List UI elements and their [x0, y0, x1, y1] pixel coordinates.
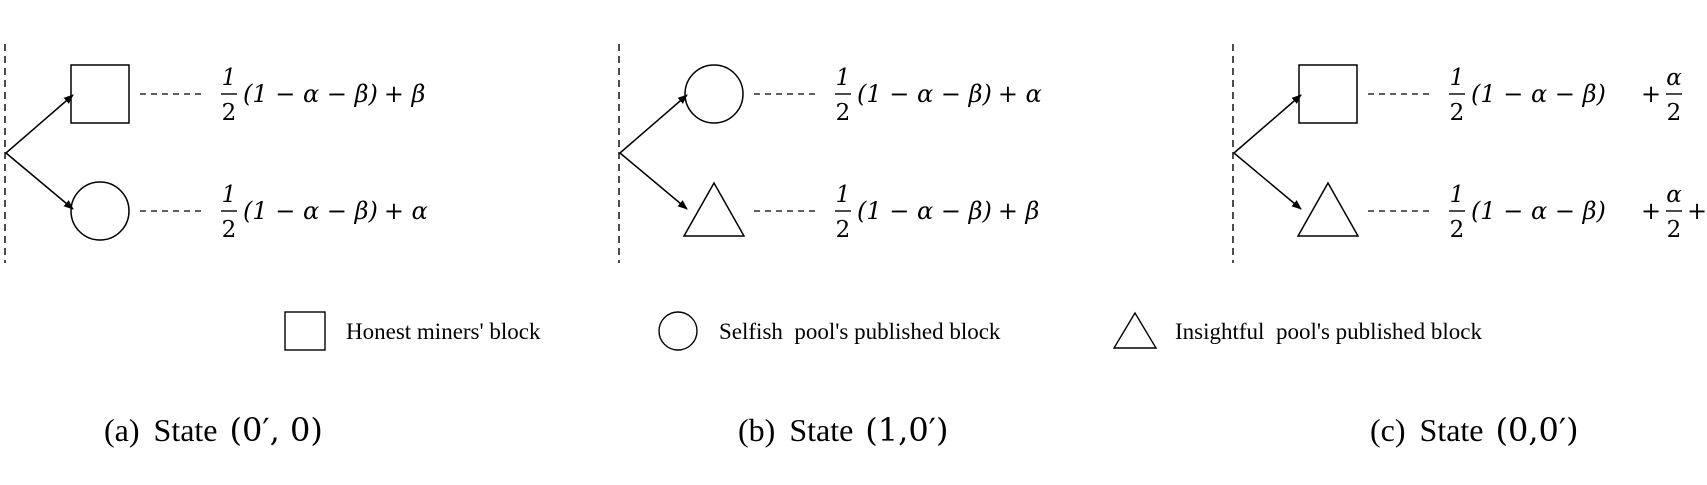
reward-coefficient-fraction: 12 [221, 65, 237, 126]
reward-alpha-half-fraction: α2 [1666, 182, 1682, 243]
reward-coefficient-numerator: 1 [1450, 182, 1465, 208]
caption-b: (b) State (1,0′) [738, 411, 948, 449]
legend-label: Selfish pool's published block [719, 319, 1001, 344]
reward-coefficient-denominator: 2 [836, 217, 851, 243]
reward-expression-body: (1 − α − β) [243, 80, 378, 108]
panel-a: 12(1 − α − β)+ β12(1 − α − β)+ α [4, 44, 428, 263]
reward-coefficient-denominator: 2 [1450, 217, 1465, 243]
caption-state-word: State [154, 412, 218, 448]
reward-expression: (1 − α − β) [1471, 80, 1606, 108]
reward-expression-body: (1 − α − β) [1471, 80, 1606, 108]
reward-expression-tail: + β [998, 197, 1040, 225]
reward-expression-body: (1 − α − β) [1471, 197, 1606, 225]
transition-arrow [1233, 152, 1302, 210]
reward-expression-tail: + α [384, 197, 428, 225]
legend-label: Honest miners' block [346, 319, 541, 344]
legend-triangle-icon [1112, 311, 1158, 349]
caption-state-value: (1,0′) [865, 411, 948, 449]
transition-arrow [1233, 94, 1302, 154]
caption-a: (a) State (0′, 0) [104, 411, 323, 449]
legend-item-triangle: Insightful pool's published block [1112, 311, 1482, 349]
legend-item-circle: Selfish pool's published block [658, 311, 1001, 351]
selfish-block-circle [684, 64, 744, 124]
reward-expression-beta: + β [1687, 197, 1707, 225]
reward-expression-body: (1 − α − β) [243, 197, 378, 225]
reward-coefficient-numerator: 1 [836, 182, 851, 208]
reward-expression: (1 − α − β) [1471, 197, 1606, 225]
reward-coefficient-numerator: 1 [836, 65, 851, 91]
legend-circle-icon [658, 311, 698, 351]
reward-expression-plus: + [1641, 197, 1661, 225]
reward-expression-body: (1 − α − β) [857, 80, 992, 108]
reward-alpha-half-numerator: α [1666, 65, 1682, 91]
reward-expression-body: (1 − α − β) [857, 197, 992, 225]
reward-expression-tail: + β [384, 80, 426, 108]
legend-label: Insightful pool's published block [1175, 319, 1482, 344]
legend: Honest miners' block Selfish pool's publi… [284, 311, 1482, 351]
captions: (a) State (0′, 0) (b) State (1,0′) (c) State (0,… [104, 411, 1579, 449]
reward-coefficient-numerator: 1 [222, 182, 237, 208]
selfish-block-circle [70, 181, 130, 241]
transition-arrow [619, 152, 688, 210]
reward-expression-tail: + α [998, 80, 1042, 108]
caption-tag: (a) [104, 412, 140, 448]
reward-alpha-half-denominator: 2 [1667, 217, 1682, 243]
reward-expression: (1 − α − β)+ α [243, 197, 428, 225]
reward-coefficient-fraction: 12 [1449, 65, 1465, 126]
reward-coefficient-fraction: 12 [221, 182, 237, 243]
panel-caption: (b) State (1,0′) [738, 411, 948, 449]
reward-alpha-half-numerator: α [1666, 182, 1682, 208]
caption-tag: (c) [1370, 412, 1406, 448]
insightful-block-triangle [682, 181, 746, 237]
caption-state-value: (0′, 0) [230, 411, 323, 449]
reward-coefficient-denominator: 2 [836, 100, 851, 126]
reward-coefficient-denominator: 2 [222, 100, 237, 126]
reward-coefficient-numerator: 1 [1450, 65, 1465, 91]
reward-expression: (1 − α − β)+ β [243, 80, 425, 108]
reward-coefficient-fraction: 12 [835, 65, 851, 126]
transition-arrow [5, 94, 74, 154]
insightful-block-triangle [1296, 181, 1360, 237]
reward-coefficient-denominator: 2 [222, 217, 237, 243]
caption-state-value: (0,0′) [1496, 411, 1579, 449]
reward-alpha-half-fraction: α2 [1666, 65, 1682, 126]
honest-block-square [1298, 64, 1358, 124]
panel-caption: (c) State (0,0′) [1370, 411, 1579, 449]
reward-expression: (1 − α − β)+ β [857, 197, 1039, 225]
transition-arrow [5, 152, 74, 210]
caption-state-word: State [1420, 412, 1484, 448]
legend-item-square: Honest miners' block [284, 311, 541, 351]
caption-tag: (b) [738, 412, 775, 448]
reward-coefficient-numerator: 1 [222, 65, 237, 91]
panel-b: 12(1 − α − β)+ α12(1 − α − β)+ β [618, 44, 1042, 263]
reward-coefficient-fraction: 12 [835, 182, 851, 243]
panel-caption: (a) State (0′, 0) [104, 411, 323, 449]
panels: 12(1 − α − β)+ β12(1 − α − β)+ α12(1 − α… [4, 44, 1707, 263]
reward-expression-plus: + [1641, 80, 1661, 108]
caption-state-word: State [789, 412, 853, 448]
reward-coefficient-denominator: 2 [1450, 100, 1465, 126]
caption-c: (c) State (0,0′) [1370, 411, 1579, 449]
honest-block-square [70, 64, 130, 124]
legend-square-icon [284, 311, 326, 351]
reward-expression: (1 − α − β)+ α [857, 80, 1042, 108]
transition-arrow [619, 94, 688, 154]
reward-alpha-half-denominator: 2 [1667, 100, 1682, 126]
reward-coefficient-fraction: 12 [1449, 182, 1465, 243]
